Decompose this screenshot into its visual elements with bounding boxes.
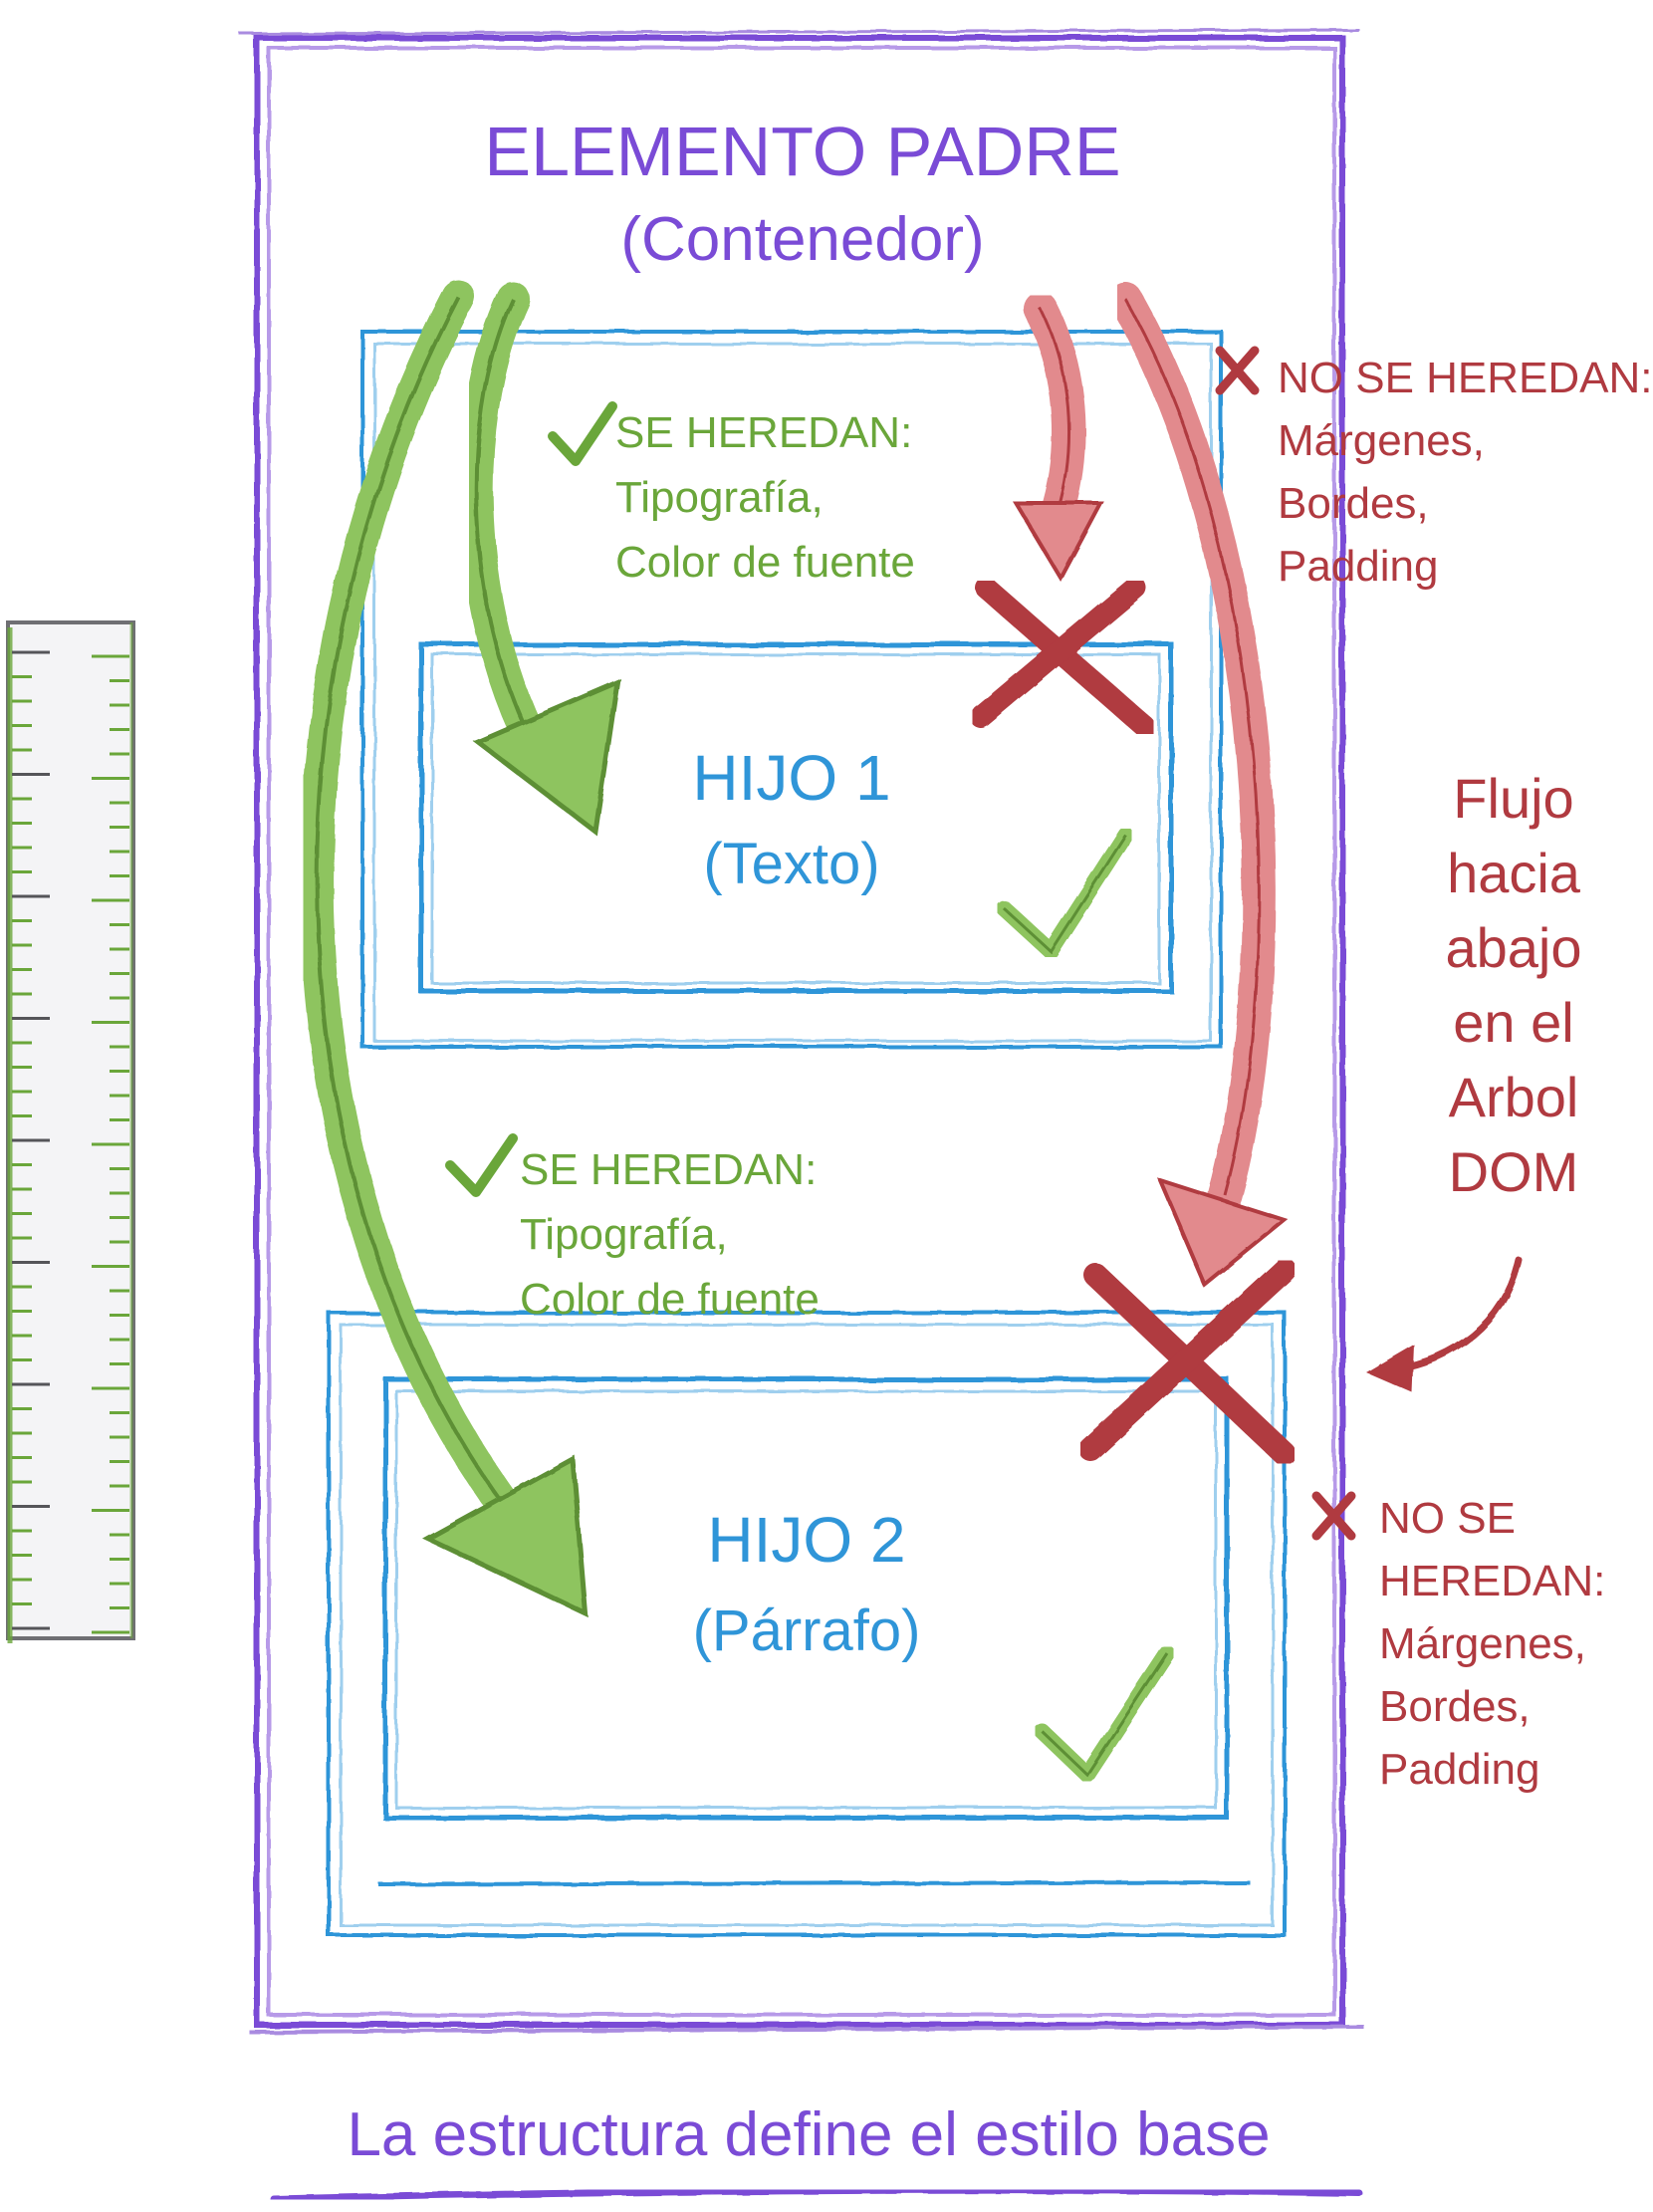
parent-title: ELEMENTO PADRE [484, 113, 1121, 190]
not-inherited-item: Márgenes, [1379, 1619, 1586, 1668]
child1-title: HIJO 1 [692, 742, 891, 814]
ruler-icon [6, 620, 135, 1643]
inherited-item: Color de fuente [615, 538, 915, 587]
not-inherited-heading: NO SE [1379, 1494, 1516, 1543]
ruler-ticks [12, 650, 129, 1634]
not-inherited-item: Padding [1278, 542, 1439, 591]
child1-subtitle: (Texto) [703, 832, 880, 896]
inherited-item: Color de fuente [520, 1275, 820, 1324]
flow-note-line: abajo [1445, 916, 1582, 979]
inherited-heading: SE HEREDAN: [615, 408, 913, 457]
parent-subtitle: (Contenedor) [620, 205, 985, 274]
cross-icon [1215, 346, 1260, 395]
block-arrow-child1 [1012, 292, 1104, 583]
not-inherited-heading: HEREDAN: [1379, 1557, 1606, 1605]
check-icon [1034, 1645, 1175, 1783]
check-icon [548, 401, 617, 466]
check-icon [445, 1133, 518, 1197]
flow-note-line: en el [1453, 991, 1574, 1054]
caption: La estructura define el estilo base [347, 2100, 1271, 2169]
inherit-arrow-child1 [459, 282, 621, 837]
not-inherited-item: Márgenes, [1278, 416, 1485, 465]
child2-title: HIJO 2 [707, 1504, 906, 1576]
child2-outer-box [327, 1311, 1287, 1937]
inherited-item: Tipografía, [615, 473, 824, 522]
cross-icon [970, 577, 1156, 738]
cross-icon [1078, 1258, 1297, 1466]
child1-outer-box [360, 330, 1223, 1049]
block-arrow-child2 [1108, 282, 1290, 1289]
child2-box [382, 1376, 1230, 1821]
not-inherited-heading: NO SE HEREDAN: [1278, 354, 1653, 402]
inherited-item: Tipografía, [520, 1210, 728, 1259]
flow-note-line: Arbol [1448, 1066, 1579, 1128]
flow-note-line: DOM [1448, 1140, 1579, 1203]
arrow-icon [1366, 1256, 1523, 1392]
check-icon [996, 827, 1133, 959]
cross-icon [1311, 1491, 1356, 1541]
child1-box [418, 641, 1174, 994]
not-inherited-item: Bordes, [1278, 479, 1429, 528]
inherited-heading: SE HEREDAN: [520, 1145, 818, 1194]
not-inherited-item: Padding [1379, 1745, 1540, 1794]
caption-underline [270, 2186, 1363, 2203]
parent-container [238, 28, 1365, 2034]
flow-note-line: hacia [1447, 842, 1580, 904]
child2-subtitle: (Párrafo) [692, 1598, 921, 1663]
not-inherited-item: Bordes, [1379, 1682, 1531, 1731]
inherit-arrow-child2 [300, 280, 589, 1618]
flow-note-line: Flujo [1453, 767, 1574, 830]
